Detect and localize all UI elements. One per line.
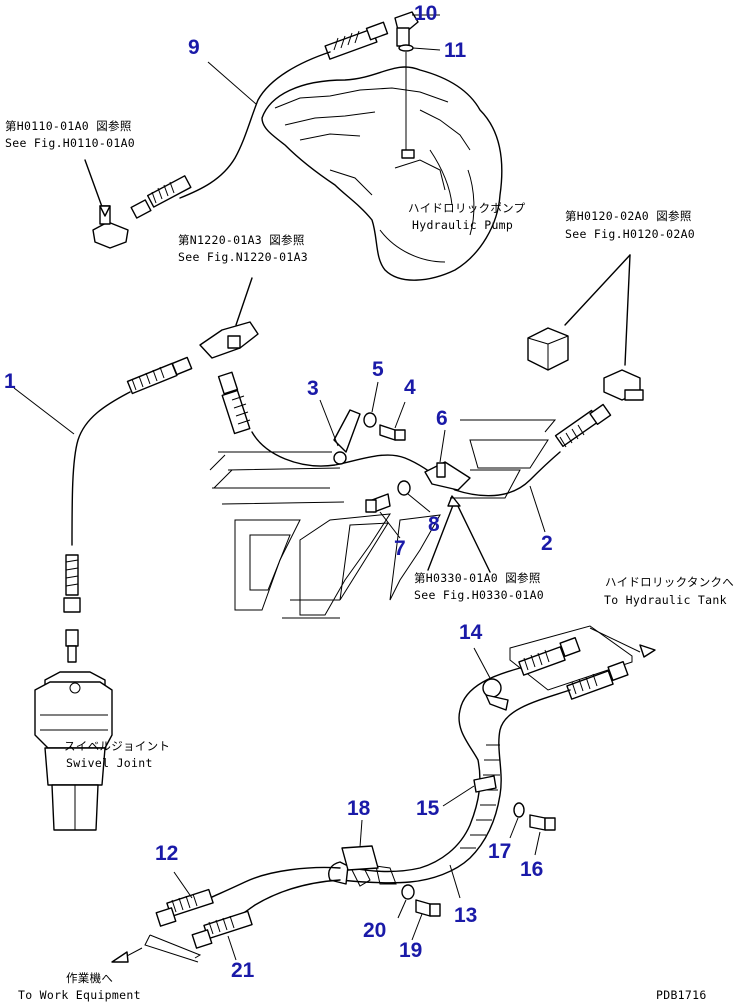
- tee-fitting-h0120: [564, 254, 644, 401]
- tee-fitting-n1220: [199, 277, 259, 359]
- callout-21: 21: [231, 959, 255, 982]
- ref-h0120-jp: 第H0120-02A0 図参照: [565, 209, 692, 223]
- callout-1: 1: [4, 370, 16, 393]
- callout-4: 4: [404, 376, 416, 399]
- washer-5: [363, 381, 379, 428]
- clamp-6: [424, 429, 471, 491]
- hydraulic-pump-jp: ハイドロリックポンプ: [408, 201, 526, 215]
- swivel-joint-jp: スイベルジョイント: [64, 739, 171, 753]
- callout-14: 14: [459, 621, 483, 644]
- hydraulic-pump-en: Hydraulic Pump: [412, 218, 514, 232]
- swivel-joint-en: Swivel Joint: [66, 756, 153, 770]
- washer-17: [509, 802, 525, 839]
- o-ring-11: [398, 44, 441, 150]
- ref-h0330-jp: 第H0330-01A0 図参照: [414, 571, 541, 585]
- drawing-number: PDB1716: [656, 988, 707, 1002]
- callout-15: 15: [416, 797, 440, 820]
- callout-3: 3: [307, 377, 319, 400]
- bracket-18: [341, 819, 379, 871]
- callout-2: 2: [541, 532, 553, 555]
- callout-18: 18: [347, 797, 371, 820]
- bolt-4: [379, 401, 406, 441]
- ref-h0120-en: See Fig.H0120-02A0: [565, 227, 696, 241]
- work-equipment-arrow: [111, 934, 202, 963]
- callout-12: 12: [155, 842, 179, 865]
- callout-17: 17: [488, 840, 512, 863]
- work-equipment-en: To Work Equipment: [18, 988, 141, 1002]
- hose-1: [13, 356, 193, 613]
- washer-20: [397, 884, 415, 919]
- ref-h0110-jp: 第H0110-01A0 図参照: [5, 119, 132, 133]
- bolt-7: [365, 493, 401, 539]
- hydraulic-tank-en: To Hydraulic Tank: [604, 593, 727, 607]
- ref-n1220-jp: 第N1220-01A3 図参照: [178, 233, 305, 247]
- washer-8: [397, 480, 431, 513]
- tee-fitting-h0110: [84, 159, 129, 249]
- callout-7: 7: [394, 537, 406, 560]
- clamp-14: [473, 647, 509, 711]
- clamp-3: [319, 399, 361, 465]
- callout-8: 8: [428, 513, 440, 536]
- hydraulic-tank-jp: ハイドロリックタンクへ: [605, 575, 735, 589]
- callout-9: 9: [188, 36, 200, 59]
- hose-21: [191, 879, 341, 961]
- bolt-16: [529, 814, 556, 856]
- callout-10: 10: [414, 2, 438, 25]
- ref-h0110-en: See Fig.H0110-01A0: [5, 136, 136, 150]
- manifold-block: [527, 327, 569, 371]
- ref-h0330-en: See Fig.H0330-01A0: [414, 588, 545, 602]
- hose-9: [130, 21, 389, 219]
- callout-11: 11: [444, 39, 467, 62]
- ref-n1220-en: See Fig.N1220-01A3: [178, 250, 309, 264]
- hydraulic-pump: [261, 66, 503, 281]
- hose-to-tank: [509, 625, 633, 700]
- callout-16: 16: [520, 858, 544, 881]
- callout-19: 19: [399, 939, 423, 962]
- callout-6: 6: [436, 407, 448, 430]
- callout-13: 13: [454, 904, 478, 927]
- chassis-outline: [209, 419, 557, 619]
- work-equipment-jp: 作業機へ: [66, 971, 114, 985]
- callout-5: 5: [372, 358, 384, 381]
- bolt-19: [411, 899, 441, 941]
- swivel-joint: [34, 629, 113, 831]
- clamp-15: [442, 775, 497, 807]
- hose-12: [155, 866, 341, 927]
- callout-20: 20: [363, 919, 387, 942]
